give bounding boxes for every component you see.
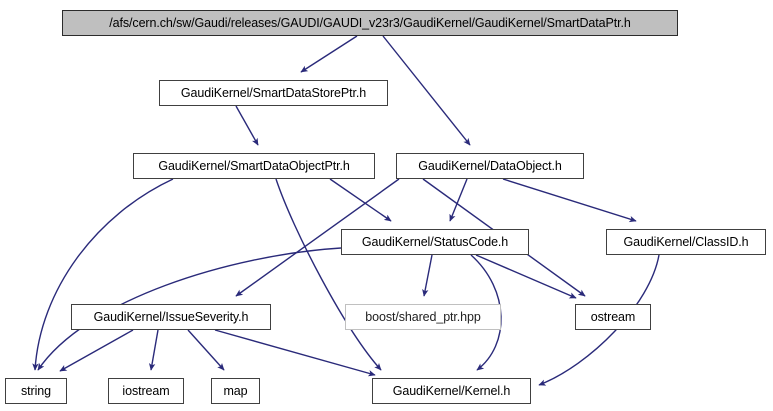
node-label-statuscode: GaudiKernel/StatusCode.h	[361, 235, 509, 249]
edge-smartdataobjectptr-to-kernel	[275, 178, 382, 371]
node-boostsharedptr[interactable]: boost/shared_ptr.hpp	[345, 304, 501, 330]
node-label-boostsharedptr: boost/shared_ptr.hpp	[365, 310, 481, 324]
edge-issueseverity-to-map	[187, 329, 225, 371]
node-issueseverity[interactable]: GaudiKernel/IssueSeverity.h	[71, 304, 271, 330]
node-dataobject[interactable]: GaudiKernel/DataObject.h	[396, 153, 584, 179]
node-label-classid: GaudiKernel/ClassID.h	[623, 235, 749, 249]
node-iostream[interactable]: iostream	[108, 378, 184, 404]
edge-smartdatastoreptr-to-smartdataobjectptr	[235, 105, 259, 146]
edge-statuscode-to-ostream	[475, 254, 577, 299]
node-statuscode[interactable]: GaudiKernel/StatusCode.h	[341, 229, 529, 255]
edge-issueseverity-to-iostream	[148, 329, 159, 371]
node-label-smartdataobjectptr: GaudiKernel/SmartDataObjectPtr.h	[158, 159, 350, 173]
edge-root-to-smartdatastoreptr	[300, 35, 358, 73]
edge-classid-to-kernel	[538, 254, 660, 386]
edge-root-to-dataobject	[382, 35, 471, 146]
node-classid[interactable]: GaudiKernel/ClassID.h	[606, 229, 766, 255]
edge-statuscode-to-string	[37, 247, 342, 371]
edge-smartdataobjectptr-to-string	[32, 178, 174, 371]
node-kernel[interactable]: GaudiKernel/Kernel.h	[372, 378, 531, 404]
edge-dataobject-to-issueseverity	[235, 178, 400, 297]
edge-smartdataobjectptr-to-statuscode	[329, 178, 392, 222]
node-label-map: map	[223, 384, 248, 398]
node-label-dataobject: GaudiKernel/DataObject.h	[418, 159, 562, 173]
node-label-root: /afs/cern.ch/sw/Gaudi/releases/GAUDI/GAU…	[109, 16, 631, 30]
edge-issueseverity-to-kernel	[214, 329, 376, 377]
node-label-iostream: iostream	[122, 384, 170, 398]
node-ostream[interactable]: ostream	[575, 304, 651, 330]
node-label-ostream: ostream	[590, 310, 636, 324]
node-label-kernel: GaudiKernel/Kernel.h	[392, 384, 511, 398]
edge-issueseverity-to-string	[59, 329, 134, 372]
node-root[interactable]: /afs/cern.ch/sw/Gaudi/releases/GAUDI/GAU…	[62, 10, 678, 36]
node-label-issueseverity: GaudiKernel/IssueSeverity.h	[93, 310, 249, 324]
node-map[interactable]: map	[211, 378, 260, 404]
node-smartdataobjectptr[interactable]: GaudiKernel/SmartDataObjectPtr.h	[133, 153, 375, 179]
node-string[interactable]: string	[5, 378, 67, 404]
edge-dataobject-to-statuscode	[449, 178, 468, 222]
node-smartdatastoreptr[interactable]: GaudiKernel/SmartDataStorePtr.h	[159, 80, 388, 106]
node-label-string: string	[21, 384, 51, 398]
edge-dataobject-to-classid	[502, 178, 637, 223]
node-label-smartdatastoreptr: GaudiKernel/SmartDataStorePtr.h	[180, 86, 367, 100]
edge-statuscode-to-boostsharedptr	[422, 254, 433, 297]
